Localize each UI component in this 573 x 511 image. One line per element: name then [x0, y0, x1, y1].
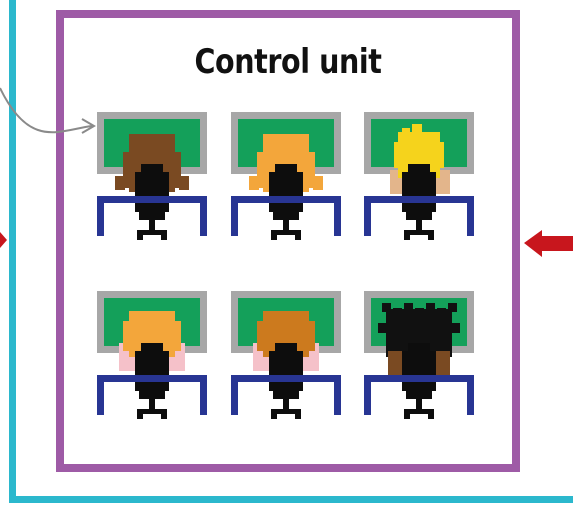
hair	[378, 323, 386, 333]
torso	[402, 172, 436, 212]
shoulders	[408, 164, 430, 178]
chair-post	[416, 220, 422, 232]
hair	[452, 323, 460, 333]
desk-top	[97, 375, 207, 382]
desk-leg-left	[97, 196, 104, 236]
chair-post	[149, 399, 155, 411]
workstation-6	[364, 291, 474, 421]
workstation-2	[231, 112, 341, 242]
hair	[394, 142, 444, 168]
chair-wheel	[295, 414, 301, 419]
desk-leg-right	[334, 375, 341, 415]
workstation-4	[97, 291, 207, 421]
hair	[382, 303, 391, 312]
chair-post	[416, 399, 422, 411]
worker-2-icon	[231, 112, 341, 240]
chair-base	[271, 230, 301, 235]
torso	[135, 172, 169, 212]
chair-base	[404, 409, 434, 414]
desk-leg-right	[467, 375, 474, 415]
desk-top	[231, 375, 341, 382]
chair-base	[271, 409, 301, 414]
desk-top	[231, 196, 341, 203]
workstation-1	[97, 112, 207, 242]
chair-wheel	[404, 235, 410, 240]
chair-seat	[139, 212, 165, 220]
desk-leg-left	[364, 196, 371, 236]
worker-3-icon	[364, 112, 474, 240]
hair	[412, 124, 422, 134]
desk-leg-left	[97, 375, 104, 415]
hair	[115, 176, 125, 190]
desk-leg-right	[200, 375, 207, 415]
chair-wheel	[428, 414, 434, 419]
chair-wheel	[161, 235, 167, 240]
shoulders	[275, 343, 297, 357]
chair-post	[283, 220, 289, 232]
desk-leg-left	[231, 375, 238, 415]
worker-6-icon	[364, 291, 474, 419]
right-red-arrow-icon	[524, 230, 573, 257]
outer-frame-left-border	[9, 0, 16, 503]
desk-top	[364, 375, 474, 382]
hair	[415, 308, 424, 317]
chair-base	[137, 230, 167, 235]
chair-seat	[273, 391, 299, 399]
desk-leg-left	[364, 375, 371, 415]
torso	[269, 172, 303, 212]
chair-wheel	[161, 414, 167, 419]
chair-seat	[406, 212, 432, 220]
left-red-arrow-icon	[0, 232, 7, 248]
hair	[249, 176, 259, 190]
hair	[404, 303, 413, 312]
chair-wheel	[271, 235, 277, 240]
desk-leg-right	[200, 196, 207, 236]
worker-4-icon	[97, 291, 207, 419]
shoulders	[275, 164, 297, 178]
worker-5-icon	[231, 291, 341, 419]
hair	[426, 303, 435, 312]
torso	[269, 351, 303, 391]
chair-seat	[139, 391, 165, 399]
chair-wheel	[271, 414, 277, 419]
torso	[402, 351, 436, 391]
shoulders	[141, 164, 163, 178]
control-unit-title: Control unit	[194, 42, 382, 82]
desk-top	[364, 196, 474, 203]
chair-wheel	[137, 414, 143, 419]
hair	[448, 303, 457, 312]
shoulders	[141, 343, 163, 357]
chair-seat	[406, 391, 432, 399]
chair-post	[283, 399, 289, 411]
desk-top	[97, 196, 207, 203]
hair	[402, 128, 410, 136]
chair-wheel	[137, 235, 143, 240]
desk-leg-right	[467, 196, 474, 236]
outer-frame-bottom-border	[9, 496, 573, 503]
worker-1-icon	[97, 112, 207, 240]
workstation-3	[364, 112, 474, 242]
hair	[313, 176, 323, 190]
shoulders	[408, 343, 430, 357]
torso	[135, 351, 169, 391]
hair	[393, 308, 402, 317]
chair-seat	[273, 212, 299, 220]
workstation-5	[231, 291, 341, 421]
desk-leg-left	[231, 196, 238, 236]
chair-base	[137, 409, 167, 414]
desk-leg-right	[334, 196, 341, 236]
chair-wheel	[428, 235, 434, 240]
chair-wheel	[295, 235, 301, 240]
chair-wheel	[404, 414, 410, 419]
hair	[179, 176, 189, 190]
chair-post	[149, 220, 155, 232]
hair	[437, 308, 446, 317]
chair-base	[404, 230, 434, 235]
